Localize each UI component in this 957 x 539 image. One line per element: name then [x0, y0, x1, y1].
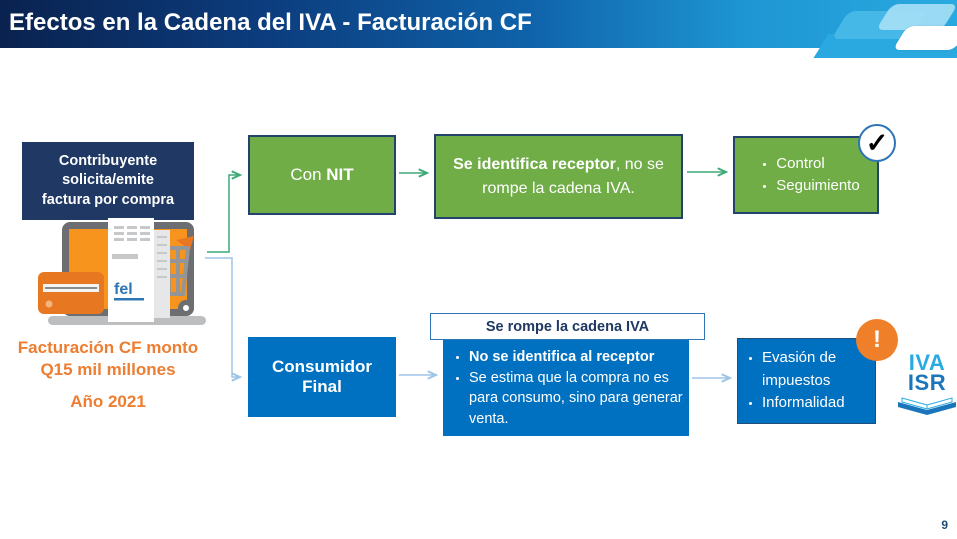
bullet-estima: Se estima que la compra no es para consu… — [469, 368, 683, 430]
book-icon — [898, 397, 956, 416]
caption-year: Año 2021 — [70, 392, 146, 412]
bullet-control: Control — [776, 153, 859, 176]
contribuyente-line: Contribuyente — [58, 153, 158, 170]
alert-glyph: ! — [873, 326, 881, 353]
contribuyente-line: factura por compra — [41, 191, 175, 208]
no-receptor-list: No se identifica al receptor Se estima q… — [449, 347, 683, 429]
contribuyente-box: Contribuyente solicita/emite factura por… — [22, 142, 194, 220]
con-nit-text: Con NIT — [290, 165, 353, 185]
page-number: 9 — [941, 518, 948, 532]
box-con-nit: Con NIT — [248, 135, 396, 215]
box-evasion-informalidad: Evasión de impuestos Informalidad — [737, 338, 876, 424]
evasion-list: Evasión de impuestos Informalidad — [738, 347, 875, 415]
credit-card-icon — [38, 272, 104, 314]
bullet-seguimiento: Seguimiento — [776, 175, 859, 198]
bullet-informalidad: Informalidad — [762, 392, 875, 415]
consumidor-final-label: Consumidor Final — [271, 357, 373, 396]
control-list: Control Seguimiento — [752, 153, 859, 198]
box-se-identifica: Se identifica receptor, no se rompe la c… — [434, 134, 683, 219]
con-nit-prefix: Con — [290, 165, 327, 184]
con-nit-bold: NIT — [326, 165, 354, 184]
box-control-seguimiento: Control Seguimiento — [733, 136, 879, 214]
iva-text: IVA — [908, 350, 946, 375]
contribuyente-line: solicita/emite — [62, 172, 154, 189]
isr-text: ISR — [907, 370, 947, 396]
page-title: Efectos en la Cadena del IVA - Facturaci… — [9, 9, 532, 36]
se-identifica-bold: Se identifica receptor — [453, 156, 616, 174]
se-identifica-rest: , no se rompe la cadena IVA. — [482, 156, 664, 197]
bullet-evasion: Evasión de impuestos — [762, 347, 875, 392]
bullet-no-receptor: No se identifica al receptor — [469, 347, 683, 368]
receipt-icon: fel — [108, 218, 170, 322]
caption-line: Q15 mil millones — [40, 360, 176, 380]
se-identifica-text: Se identifica receptor, no se rompe la c… — [446, 153, 671, 199]
check-icon: ✓ — [858, 124, 896, 162]
caption-line: Facturación CF monto — [17, 338, 199, 357]
laptop-cart-illustration: fel — [38, 218, 206, 325]
check-glyph: ✓ — [865, 127, 889, 158]
alert-icon: ! — [856, 319, 898, 361]
facturacion-caption: Facturación CF monto Q15 mil millones Añ… — [2, 337, 214, 413]
iva-isr-logo: IVA ISR — [896, 350, 957, 416]
se-rompe-text: Se rompe la cadena IVA — [485, 318, 650, 335]
header: Efectos en la Cadena del IVA - Facturaci… — [0, 0, 957, 58]
no-receptor-bold: No se identifica al receptor — [469, 349, 655, 365]
box-no-se-identifica: No se identifica al receptor Se estima q… — [443, 340, 689, 436]
fel-logo: fel — [114, 281, 133, 298]
box-se-rompe-label: Se rompe la cadena IVA — [430, 313, 705, 340]
box-consumidor-final: Consumidor Final — [248, 337, 396, 417]
connector-source-to-nit — [207, 170, 243, 253]
